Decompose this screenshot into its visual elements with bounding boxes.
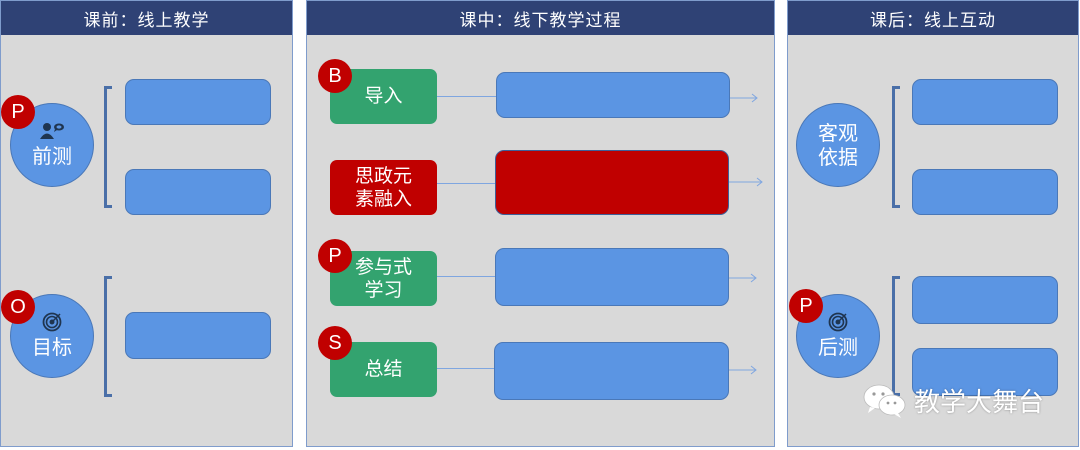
content-box <box>912 79 1058 125</box>
content-box <box>912 169 1058 215</box>
node-label: 客观 依据 <box>818 121 858 169</box>
connector-line <box>437 183 495 184</box>
letter-badge: P <box>789 289 823 323</box>
user-speech-icon <box>38 122 66 140</box>
connector-line <box>437 368 494 369</box>
letter-badge: O <box>1 290 35 324</box>
content-box <box>494 342 729 400</box>
content-box-highlight <box>495 150 729 215</box>
stage-label: 总结 <box>364 358 403 380</box>
bracket <box>892 276 900 396</box>
stage-ideological: 思政元 素融入 <box>330 160 437 215</box>
watermark-text: 教学大舞台 <box>914 388 1045 418</box>
content-box <box>125 312 271 359</box>
content-box <box>496 72 730 118</box>
arrow-right-icon <box>729 273 757 283</box>
panel-pre-class: 课前：线上教学 <box>0 0 293 447</box>
bracket <box>104 276 112 397</box>
connector-line <box>437 96 496 97</box>
stage-label: 思政元 素融入 <box>354 164 412 210</box>
wechat-icon <box>863 384 906 418</box>
letter-badge: P <box>318 239 352 273</box>
target-icon <box>42 312 62 332</box>
panel-title: 课前：线上教学 <box>1 1 292 35</box>
content-box <box>912 348 1058 396</box>
panel-title: 课中：线下教学过程 <box>307 1 774 35</box>
node-label: 前测 <box>32 144 72 168</box>
arrow-right-icon <box>729 365 757 375</box>
objective-basis-node: 客观 依据 <box>796 103 880 187</box>
stage-participatory: 参与式 学习 <box>330 251 437 306</box>
content-box <box>125 169 271 215</box>
stage-label: 导入 <box>364 85 403 107</box>
content-box <box>495 248 729 306</box>
letter-badge: P <box>1 95 35 129</box>
letter-badge: B <box>318 59 352 93</box>
node-label: 目标 <box>32 335 72 359</box>
panel-title: 课后：线上互动 <box>788 1 1078 35</box>
pre-test-node: 前测 <box>10 103 94 187</box>
target-icon <box>828 312 848 332</box>
letter-badge: S <box>318 326 352 360</box>
node-label: 后测 <box>818 335 858 359</box>
content-box <box>125 79 271 125</box>
bracket <box>104 86 112 208</box>
watermark: 教学大舞台 <box>862 382 1044 419</box>
connector-line <box>437 276 495 277</box>
arrow-right-icon <box>729 177 763 187</box>
post-test-node: 后测 <box>796 294 880 378</box>
arrow-right-icon <box>730 93 758 103</box>
content-box <box>912 276 1058 324</box>
stage-label: 参与式 学习 <box>354 255 412 301</box>
bracket <box>892 86 900 208</box>
